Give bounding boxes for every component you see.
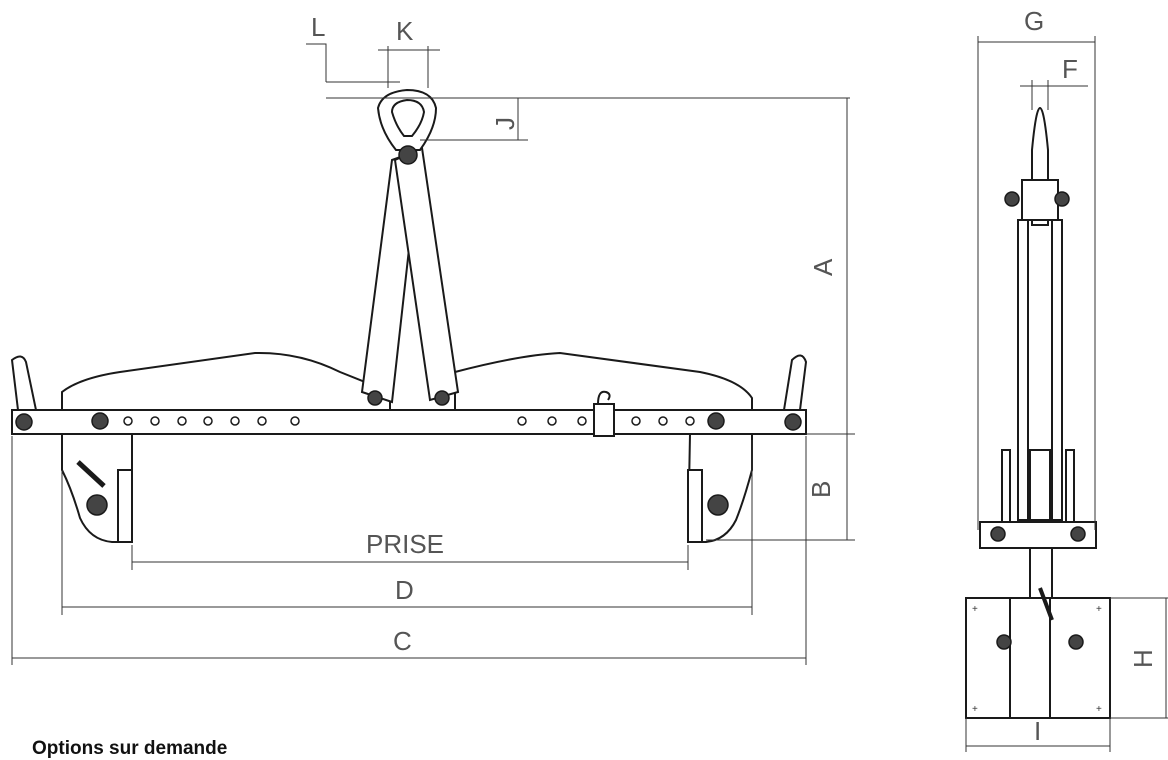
dim-label-b: B [806,481,836,498]
side-shackle-block [1021,179,1059,221]
side-top-bolt-right [1054,191,1070,207]
right-lower-jaw [686,433,753,543]
dim-label-a: A [808,258,838,276]
left-jaw-pivot [86,494,108,516]
svg-text:+: + [1096,704,1102,715]
left-spring [76,460,106,488]
right-beam-end-bolt [784,413,802,431]
left-jaw-plate [61,351,391,411]
right-jaw-plate [454,351,753,411]
locking-pin [593,403,615,437]
front-view [10,88,808,543]
top-pivot-bolt [398,145,418,165]
left-pad [117,469,133,543]
dim-label-d: D [395,575,414,605]
dim-label-i: I [1034,716,1041,746]
side-rod-left [1001,449,1011,526]
side-view: + + + + [965,106,1111,719]
side-rod-right [1065,449,1075,526]
left-beam-end-bolt [15,413,33,431]
dim-label-g: G [1024,6,1044,36]
dim-label-c: C [393,626,412,656]
options-caption: Options sur demande [32,738,228,759]
side-plate-right [1051,219,1063,521]
lifting-ring-inner [390,98,426,137]
dim-label-h: H [1128,649,1158,668]
dim-label-f: F [1062,54,1078,84]
side-jaw-insert [1009,597,1051,719]
side-center-link [1029,449,1051,521]
right-handle [782,354,808,411]
left-handle [10,355,38,411]
dim-label-j: J [490,117,520,130]
left-arm-bolt [367,390,383,406]
right-pad [687,469,703,543]
side-plate-left [1017,219,1029,521]
side-top-bolt-left [1004,191,1020,207]
svg-text:+: + [1096,604,1102,615]
side-spring [1038,587,1054,621]
horizontal-beam [11,409,807,435]
right-jaw-bolt [707,412,725,430]
dim-label-prise: PRISE [366,529,444,559]
left-jaw-bolt [91,412,109,430]
svg-text:+: + [972,704,978,715]
adjustment-holes [123,416,695,426]
side-dimensions [965,36,1168,752]
right-arm-bolt [434,390,450,406]
dim-label-l: L [311,12,325,42]
svg-text:+: + [972,604,978,615]
dim-label-k: K [396,16,414,46]
right-jaw-pivot [707,494,729,516]
locking-pin-ring [597,390,611,405]
front-dimensions [11,43,855,665]
